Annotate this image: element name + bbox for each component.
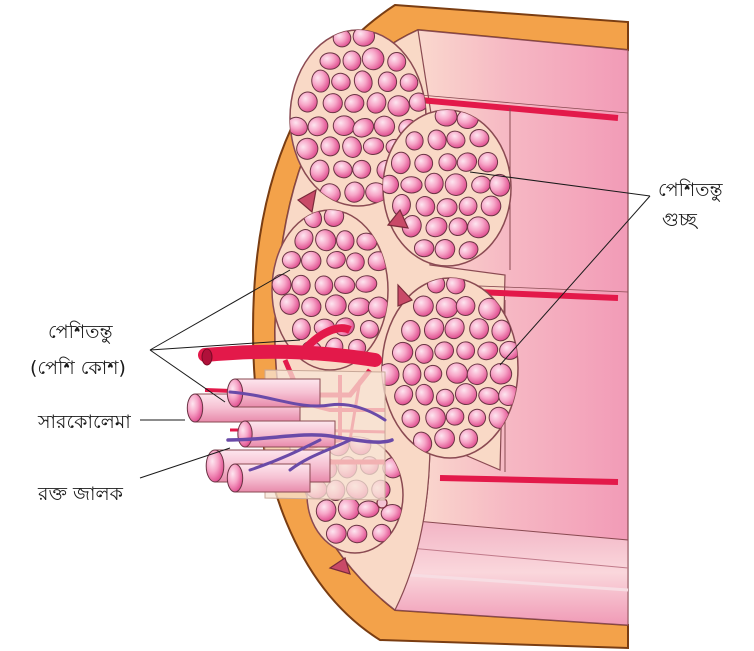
label-sarcolemma: সারকোলেমা — [37, 411, 131, 433]
muscle-fiber — [401, 176, 423, 193]
muscle-fiber — [425, 173, 443, 193]
muscle-fiber — [406, 131, 424, 150]
muscle-fiber — [414, 240, 434, 257]
muscle-fiber — [403, 363, 422, 385]
label-fascicle-line2: গুচ্ছ — [662, 209, 699, 231]
label-fiber-line1: পেশিতন্তু — [48, 321, 114, 344]
fiber-cylinder — [227, 464, 310, 492]
muscle-fiber — [347, 525, 367, 543]
muscle-fiber — [387, 52, 406, 72]
label-fascicle-line1: পেশিতন্তু — [658, 179, 724, 202]
muscle-fiber — [457, 342, 475, 360]
muscle-fiber — [333, 116, 355, 136]
muscle-fiber — [301, 251, 321, 271]
label-fiber-line2: (পেশি কোশ) — [30, 357, 126, 379]
label-capillary-network: রক্ত জালক — [37, 483, 124, 505]
muscle-fiber — [439, 154, 457, 171]
muscle-fiber — [400, 73, 418, 91]
muscle-fiber — [358, 501, 380, 518]
muscle-fiber — [272, 274, 292, 295]
muscle-fiber — [320, 53, 340, 69]
muscle-fiber — [343, 51, 361, 71]
